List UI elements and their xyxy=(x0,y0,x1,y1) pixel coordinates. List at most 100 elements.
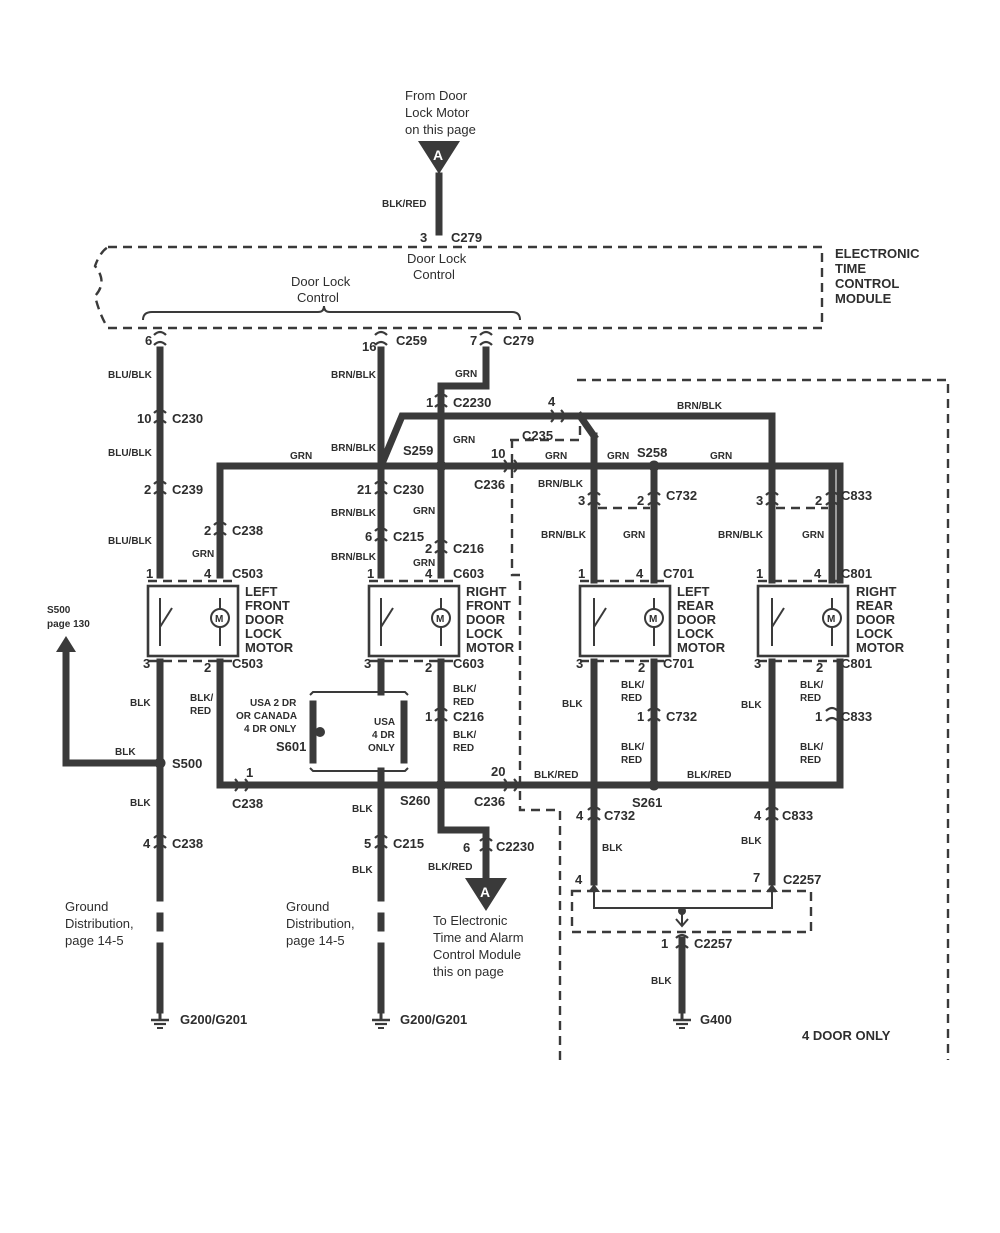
pin-20-c236: 20 xyxy=(491,764,505,779)
pin-10-c230: 10 xyxy=(137,411,151,426)
wire-blkred-bus xyxy=(216,658,844,789)
wire-color-blkred-7b: RED xyxy=(800,755,821,766)
wire-color-blkred-top: BLK/RED xyxy=(382,199,426,210)
svg-text:MOTOR: MOTOR xyxy=(677,640,726,655)
svg-text:DOOR: DOOR xyxy=(466,612,506,627)
wire-color-blk-6: BLK xyxy=(562,699,583,710)
wire-blk-s500 xyxy=(62,646,164,767)
svg-text:TIME: TIME xyxy=(835,261,866,276)
ground-g200-icon-2 xyxy=(370,1008,392,1030)
svg-text:Door Lock: Door Lock xyxy=(291,274,351,289)
wire-grn-bus xyxy=(216,462,844,584)
connector-c238-bottom: C238 xyxy=(172,836,203,851)
wire-color-blk-9: BLK xyxy=(741,836,762,847)
wire-color-grn-10: GRN xyxy=(623,530,645,541)
svg-text:4: 4 xyxy=(814,566,822,581)
svg-text:LEFT: LEFT xyxy=(677,584,710,599)
connector-c236-top: C236 xyxy=(474,477,505,492)
wire-color-brnblk-5: BRN/BLK xyxy=(538,479,584,490)
connector-c215-bottom: C215 xyxy=(393,836,424,851)
svg-text:C503: C503 xyxy=(232,566,263,581)
c2257-internal-bus xyxy=(593,886,773,909)
door-lock-control-brace xyxy=(142,305,521,321)
svg-text:REAR: REAR xyxy=(856,598,893,613)
rf-door-lock-motor: M 1 4 C603 3 2 C603 RIGHT FRONT DOOR LOC… xyxy=(364,566,515,675)
connector-c230-mid: C230 xyxy=(393,482,424,497)
wire-color-brnblk-7: BRN/BLK xyxy=(718,530,764,541)
wire-color-blkred-5: BLK/ xyxy=(621,742,645,753)
svg-text:USA 2 DR: USA 2 DR xyxy=(250,698,297,709)
connector-c732-top: C732 xyxy=(666,488,697,503)
four-door-only-label: 4 DOOR ONLY xyxy=(802,1028,891,1043)
wire-color-grn-6: GRN xyxy=(413,558,435,569)
wire-color-blublk-2: BLU/BLK xyxy=(108,448,153,459)
pin-4-c235: 4 xyxy=(548,394,556,409)
svg-text:CONTROL: CONTROL xyxy=(835,276,899,291)
wire-color-blk-5: BLK xyxy=(352,865,373,876)
c2257-pin4-arrow-icon xyxy=(588,884,600,892)
svg-text:S500: S500 xyxy=(47,605,71,616)
svg-text:DOOR: DOOR xyxy=(677,612,717,627)
connector-arrow-a-bottom: A xyxy=(465,878,507,911)
connector-c236-bottom: C236 xyxy=(474,794,505,809)
wire-color-brnblk-1: BRN/BLK xyxy=(331,370,377,381)
wire-color-brnblk-top: BRN/BLK xyxy=(677,401,723,412)
svg-text:C801: C801 xyxy=(841,656,872,671)
s500-page-ref: S500 page 130 xyxy=(47,605,90,630)
wire-color-brnblk-2: BRN/BLK xyxy=(331,443,377,454)
wire-color-blkred-7: BLK/ xyxy=(800,742,824,753)
svg-text:C701: C701 xyxy=(663,656,694,671)
connector-c238-mid: C238 xyxy=(232,796,263,811)
svg-text:1: 1 xyxy=(756,566,763,581)
wire-color-grn-5: GRN xyxy=(413,506,435,517)
splice-label-s258: S258 xyxy=(637,445,667,460)
pin-4-c2257: 4 xyxy=(575,872,583,887)
svg-text:M: M xyxy=(436,614,444,625)
wire-color-brnblk-4: BRN/BLK xyxy=(331,552,377,563)
lr-door-lock-motor: M 1 4 C701 3 2 C701 LEFT REAR DOOR LOCK … xyxy=(576,566,726,675)
svg-text:3: 3 xyxy=(576,656,583,671)
wire-color-blk-3: BLK xyxy=(130,798,151,809)
pin-5-c215: 5 xyxy=(364,836,371,851)
pin-1-c833: 1 xyxy=(815,709,822,724)
door-lock-control-label-left: Door Lock Control xyxy=(291,274,351,305)
svg-text:Door Lock: Door Lock xyxy=(407,251,467,266)
connector-c732-bottom: C732 xyxy=(604,808,635,823)
connector-c239: C239 xyxy=(172,482,203,497)
c2257-pin7-arrow-icon xyxy=(766,884,778,892)
svg-text:M: M xyxy=(827,614,835,625)
svg-text:M: M xyxy=(215,614,223,625)
pin-4-c833: 4 xyxy=(754,808,762,823)
svg-text:ELECTRONIC: ELECTRONIC xyxy=(835,246,920,261)
pin-6-module: 6 xyxy=(145,333,152,348)
svg-text:2: 2 xyxy=(204,660,211,675)
ground-label-g400: G400 xyxy=(700,1012,732,1027)
wire-color-blkred-4b: RED xyxy=(621,693,642,704)
wire-color-grn-1: GRN xyxy=(290,451,312,462)
pin-16-module: 16 xyxy=(362,339,376,354)
wire-color-blk-10: BLK xyxy=(651,976,672,987)
wire-color-blkred-6b: RED xyxy=(800,693,821,704)
four-door-only-boundary xyxy=(510,378,950,1060)
svg-text:LEFT: LEFT xyxy=(245,584,278,599)
ground-g200-icon-1 xyxy=(149,1008,171,1030)
pin-2-c732: 2 xyxy=(637,493,644,508)
svg-text:4: 4 xyxy=(204,566,212,581)
svg-text:3: 3 xyxy=(754,656,761,671)
svg-text:this on page: this on page xyxy=(433,964,504,979)
option-usa-4dr: USA 4 DR ONLY xyxy=(368,717,396,754)
svg-text:Time and Alarm: Time and Alarm xyxy=(433,930,524,945)
svg-text:Ground: Ground xyxy=(65,899,108,914)
wire-color-blkred-2b: RED xyxy=(453,697,474,708)
wire-color-blublk-3: BLU/BLK xyxy=(108,536,153,547)
s601-bottom-bracket xyxy=(309,767,409,772)
connector-c2230-bottom: C2230 xyxy=(496,839,534,854)
wire-color-grn-9: GRN xyxy=(710,451,732,462)
connector-c833-mid: C833 xyxy=(841,709,872,724)
option-usa-2dr-canada-4dr: USA 2 DR OR CANADA 4 DR ONLY xyxy=(236,698,297,735)
pin-3-c833: 3 xyxy=(756,493,763,508)
connector-c732-mid: C732 xyxy=(666,709,697,724)
wire-color-blkred-11: BLK/RED xyxy=(428,862,472,873)
svg-text:LOCK: LOCK xyxy=(856,626,893,641)
pin-2-c216: 2 xyxy=(425,541,432,556)
